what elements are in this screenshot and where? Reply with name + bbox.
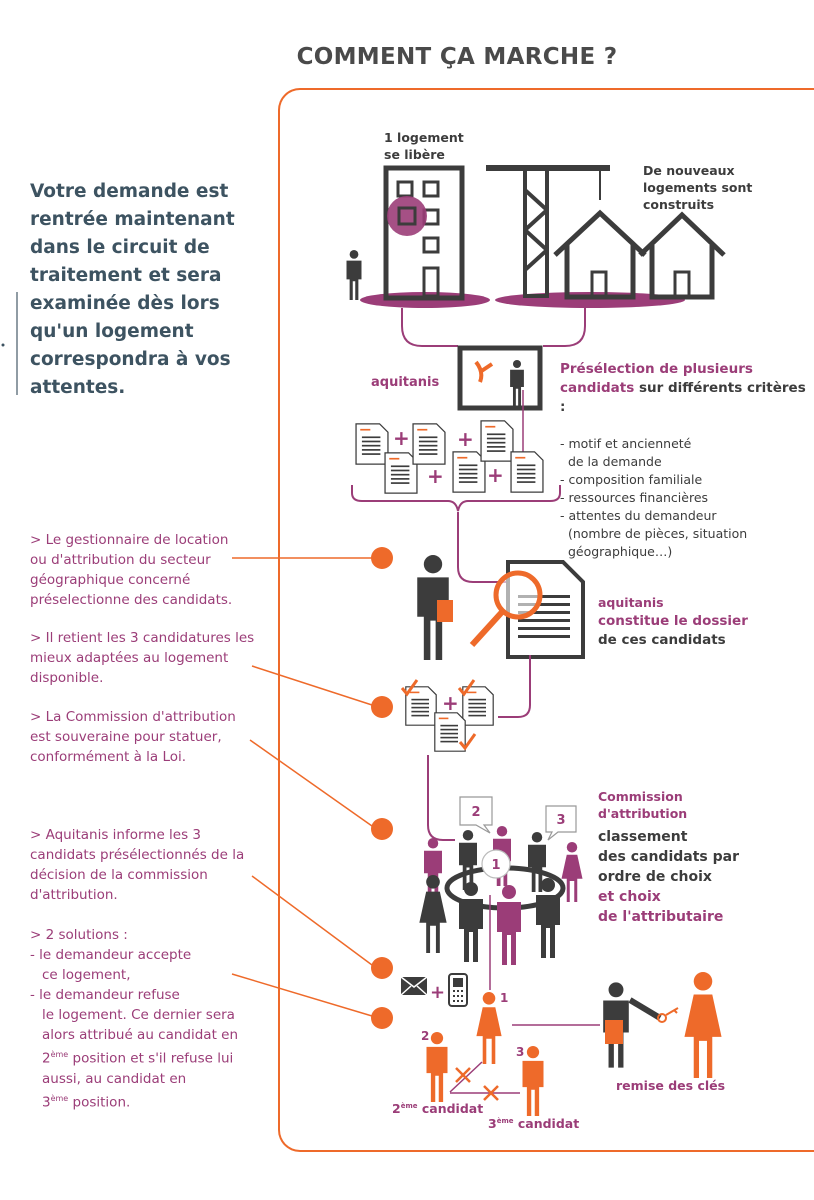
label-aquitanis: aquitanis — [371, 375, 440, 390]
dossier-label: aquitanis constitue le dossier de ces ca… — [598, 595, 748, 648]
rank-3: 3 — [516, 1045, 524, 1059]
houses-icon — [553, 209, 726, 300]
svg-text:+: + — [427, 464, 444, 488]
magnifier-icon — [493, 570, 543, 620]
crane-icon — [486, 165, 610, 298]
speech-bubbles: 2 3 1 — [459, 796, 577, 879]
note-connectors — [231, 557, 373, 1017]
solutions-line: alors attribué au candidat en — [42, 1027, 239, 1043]
candidate-2-icon — [426, 1032, 448, 1102]
label-remise-cles: remise des clés — [616, 1078, 726, 1093]
label-candidat-3: 3ème candidat — [488, 1116, 580, 1131]
note-candidatures: > Il retient les 3 candidatures les mieu… — [30, 630, 255, 686]
solutions-line: - le demandeur refuse — [30, 987, 180, 1003]
solutions-line: 3ème position. — [42, 1093, 131, 1111]
step-dots — [371, 547, 393, 1029]
candidate-1-icon — [476, 992, 502, 1064]
aquitanis-logo — [474, 360, 494, 383]
solutions-line: ce logement, — [42, 967, 131, 983]
page-title: COMMENT ÇA MARCHE ? — [296, 44, 618, 70]
svg-text:+: + — [393, 426, 410, 450]
svg-text:+: + — [457, 427, 474, 451]
rank-1: 1 — [500, 991, 508, 1005]
note-commission: > La Commission d'attribution est souver… — [30, 709, 236, 765]
solutions-line: 2ème position et s'il refuse lui — [42, 1050, 234, 1067]
tenant-icon — [684, 972, 722, 1078]
commission-group-icon — [419, 826, 583, 965]
phone-icon — [448, 973, 468, 1007]
bubble-1: 1 — [491, 858, 500, 873]
mover-icon — [346, 250, 362, 300]
solutions-line: aussi, au candidat en — [42, 1070, 187, 1087]
solutions-head: > 2 solutions : — [30, 927, 128, 943]
criteria-list: - motif et ancienneté de la demande- com… — [560, 436, 748, 559]
solutions-line: le logement. Ce dernier sera — [42, 1007, 235, 1023]
note-information: > Aquitanis informe les 3 candidats prés… — [30, 827, 245, 903]
preselection-title: Présélection de plusieurs candidats sur … — [560, 361, 806, 415]
key-icon — [657, 1007, 679, 1023]
process-frame — [278, 88, 814, 1152]
intro-text: Votre demande est rentrée maintenant dan… — [30, 181, 235, 398]
documents-icon — [355, 420, 544, 494]
building-icon — [383, 165, 465, 301]
bubble-3: 3 — [556, 813, 565, 828]
candidate-3-icon — [522, 1046, 544, 1116]
bubble-2: 2 — [471, 805, 480, 820]
rank-2: 2 — [421, 1029, 429, 1043]
svg-text:+: + — [442, 691, 459, 715]
note-solutions: > 2 solutions : - le demandeur accepte c… — [30, 925, 260, 1112]
board-icon — [457, 345, 543, 411]
solutions-line: - le demandeur accepte — [30, 947, 192, 963]
label-candidat-2: 2ème candidat — [392, 1101, 484, 1116]
svg-text:+: + — [430, 982, 445, 1003]
svg-text:+: + — [487, 463, 504, 487]
envelope-icon — [400, 976, 428, 996]
note-preselection: > Le gestionnaire de location ou d'attri… — [30, 532, 233, 608]
